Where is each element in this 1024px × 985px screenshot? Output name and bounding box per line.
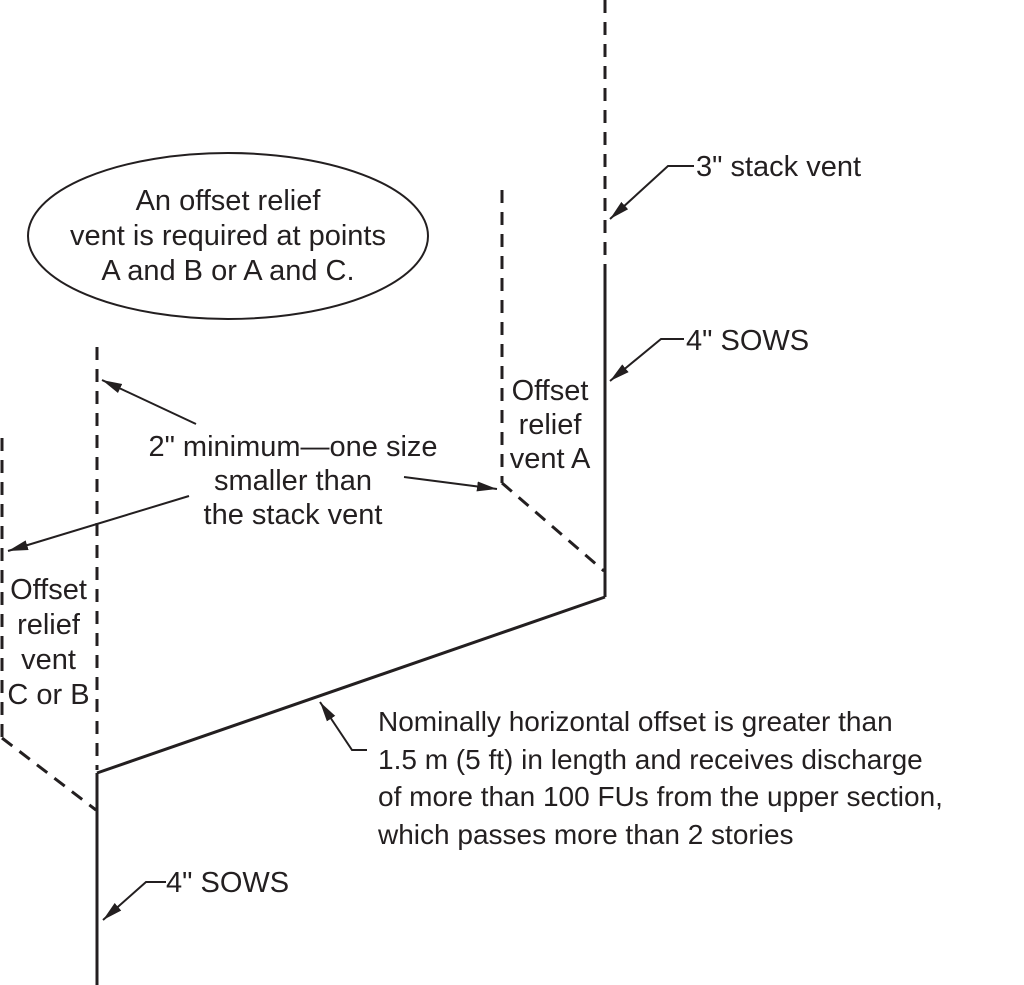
vent-cb-label-line: Offset [10,574,87,606]
min-size-leader-arrow-vent-c [7,495,190,552]
sows-upper-label: 4" SOWS [686,325,810,357]
vent-cb-label: Offset relief vent C or B [0,573,97,713]
horizontal-offset-line [96,595,606,775]
min-size-leader-arrow-vent-a [403,476,498,492]
sows-lower-label: 4" SOWS [166,867,290,899]
callout-note-line: A and B or A and C. [101,255,355,287]
callout-note-line: An offset relief [135,185,321,217]
vent-a-label-line: Offset [511,375,589,407]
callout-note: An offset relief vent is required at poi… [28,184,428,289]
offset-note-line: which passes more than 2 stories [378,818,794,850]
callout-ellipse-outline [27,152,429,320]
vent-a-connection-dashed-line [501,481,605,573]
stack-vent-label: 3" stack vent [696,151,862,183]
vent-cb-label-line: C or B [7,679,90,711]
offset-note-line: 1.5 m (5 ft) in length and receives disc… [378,743,923,775]
min-size-note-line: smaller than [214,465,372,497]
vent-cb-label-line: relief [17,609,80,641]
offset-note: Nominally horizontal offset is greater t… [378,703,943,853]
vent-a-label: Offset relief vent A [470,374,630,476]
sows-lower-leader-arrow [102,881,166,921]
vent-a-label-line: vent A [509,443,591,475]
sows-upper-leader-arrow [609,338,684,382]
stack-vent-leader-arrow [609,165,694,220]
min-size-note: 2" minimum—one size smaller than the sta… [113,430,473,532]
min-size-note-line: the stack vent [203,499,383,531]
offset-note-leader-arrow [319,701,367,751]
offset-note-line: of more than 100 FUs from the upper sect… [378,781,943,812]
min-size-leader-arrow-left-stack [101,379,197,425]
min-size-note-line: 2" minimum—one size [148,431,438,463]
vent-cb-label-line: vent [21,644,76,676]
callout-note-line: vent is required at points [70,220,386,252]
offset-note-line: Nominally horizontal offset is greater t… [378,706,893,737]
vent-a-label-line: relief [518,409,582,441]
vent-c-connection-dashed-line [1,736,97,812]
